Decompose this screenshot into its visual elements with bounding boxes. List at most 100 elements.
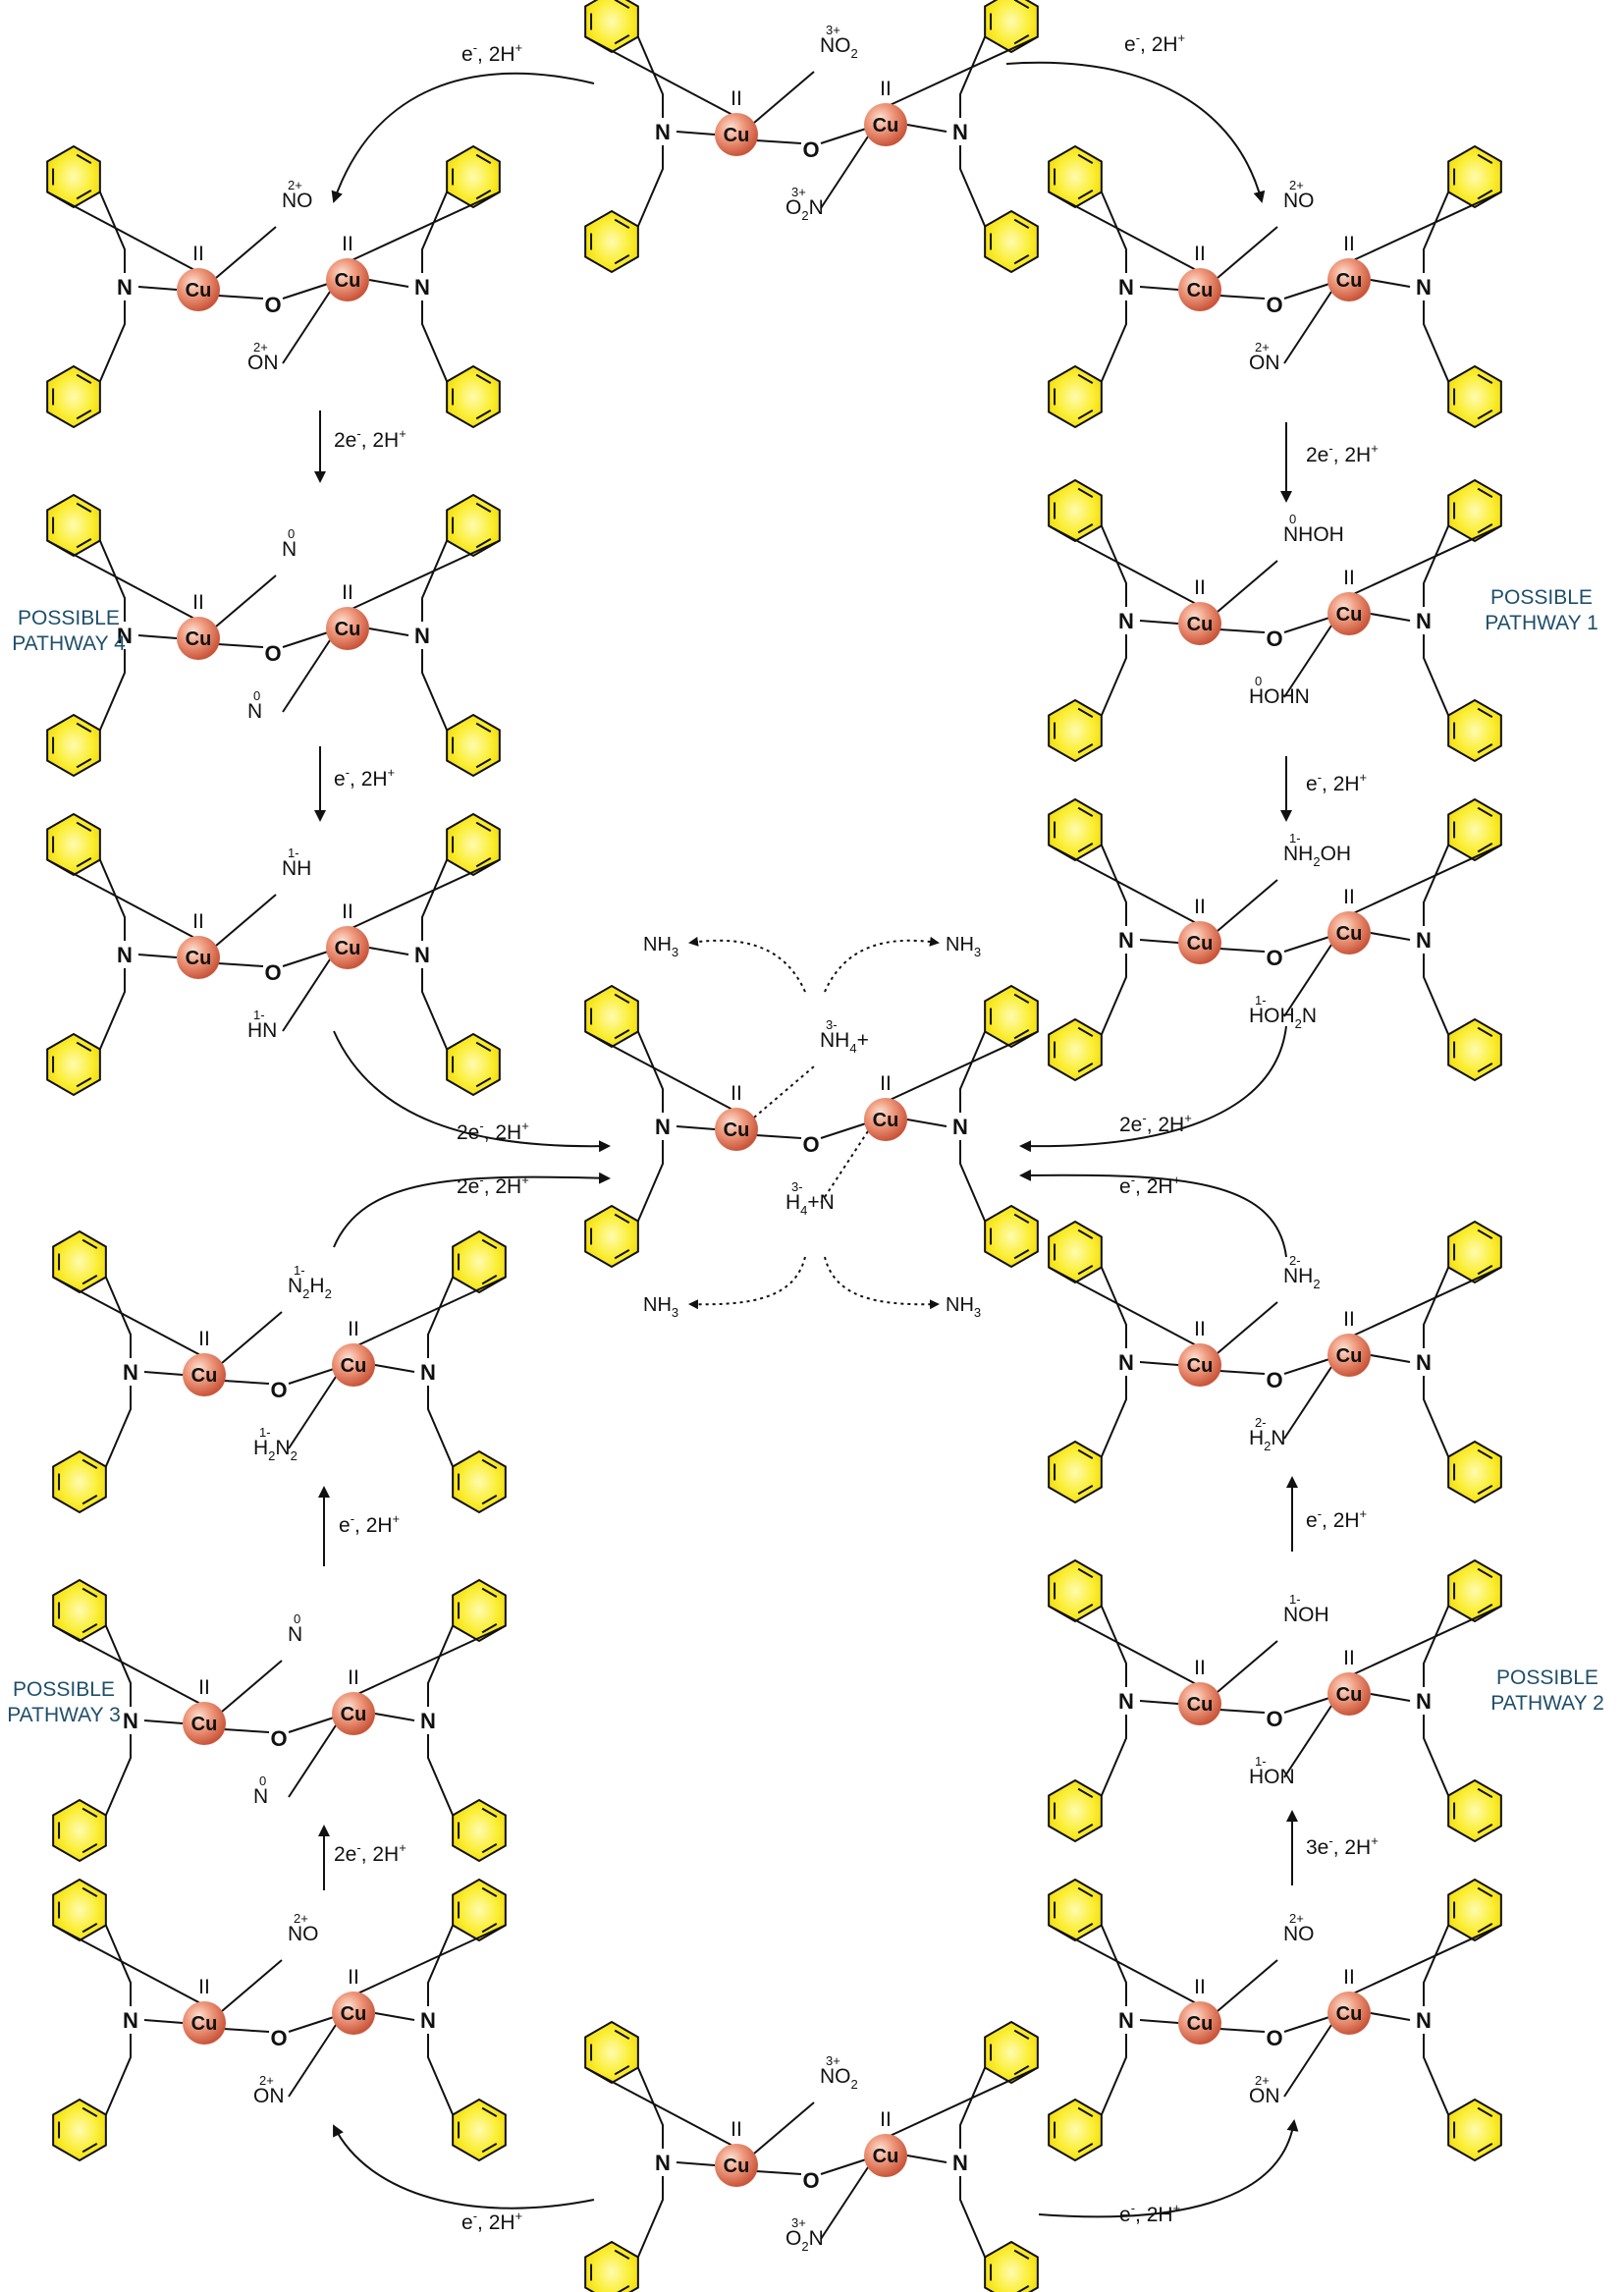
ligand-lower-label: 3+O2N — [785, 185, 824, 223]
oxidation-state-label: II — [1194, 243, 1206, 265]
arrow-nh3-bottom-left — [688, 1256, 806, 1310]
left-ligand-top-ring — [1048, 1558, 1103, 1623]
right-ligand — [421, 493, 501, 778]
ligand-lower-label: 3-H4+N — [785, 1179, 835, 1218]
right-ligand — [1423, 144, 1502, 429]
copper-atom — [177, 617, 220, 660]
copper-atom — [183, 1353, 226, 1396]
condition-top-right: e-, 2H+ — [1124, 30, 1185, 56]
oxo-bridge-label: O — [264, 293, 281, 317]
right-ligand-bottom-ring — [1447, 1440, 1502, 1504]
copper-atom — [332, 1992, 375, 2035]
ligand-lower-label: 1-H2N2 — [253, 1425, 298, 1463]
right-ligand-bottom-ring — [452, 1798, 507, 1863]
copper-atom — [183, 1702, 226, 1745]
right-ligand-top-ring — [1447, 478, 1502, 543]
oxidation-state-label: II — [192, 591, 204, 614]
right-ligand — [1423, 797, 1502, 1082]
right-ligand-bottom-ring — [1447, 1778, 1502, 1843]
copper-atom — [177, 936, 220, 979]
oxidation-state-label: II — [198, 1976, 210, 1998]
left-ligand-bottom-ring — [52, 2098, 107, 2162]
amine-n-label: N — [952, 120, 968, 144]
oxo-bridge-label: O — [264, 641, 281, 666]
copper-label: Cu — [1187, 280, 1214, 301]
oxidation-state-label: II — [1343, 1966, 1355, 1989]
amine-n-label: N — [1118, 1689, 1134, 1714]
ligand-lower-label: 1-HOH2N — [1249, 993, 1317, 1031]
copper-label: Cu — [191, 1365, 218, 1387]
left-ligand — [1048, 478, 1127, 763]
right-ligand-top-ring — [1447, 144, 1502, 209]
left-ligand-top-ring — [52, 1878, 107, 1942]
copper-label: Cu — [1187, 614, 1214, 635]
left-ligand — [1048, 1558, 1127, 1843]
copper-label: Cu — [335, 938, 361, 959]
copper-atom — [1327, 258, 1371, 301]
copper-atom — [1178, 921, 1221, 964]
oxo-bridge-label: O — [1266, 1707, 1282, 1731]
ligand-upper-label: 3+NO2 — [820, 2053, 858, 2092]
left-ligand-bottom-ring — [1048, 1017, 1103, 1082]
right-ligand — [1423, 1220, 1502, 1504]
copper-atom — [326, 607, 369, 650]
copper-label: Cu — [186, 280, 212, 301]
right-ligand — [427, 1578, 507, 1863]
copper-label: Cu — [335, 619, 361, 640]
arrow-top-right — [1005, 61, 1266, 203]
copper-atom — [1178, 602, 1221, 645]
right-ligand-top-ring — [446, 144, 501, 209]
right-ligand-top-ring — [1447, 797, 1502, 862]
right-ligand — [959, 2020, 1039, 2292]
amine-n-label: N — [1118, 2008, 1134, 2033]
copper-atom — [1327, 1992, 1371, 2035]
condition-bottom-right: e-, 2H+ — [1119, 2201, 1180, 2226]
condition-p1-step2: e-, 2H+ — [1306, 770, 1367, 795]
oxo-bridge-label: O — [1266, 2026, 1282, 2050]
oxo-bridge-label: O — [270, 1726, 287, 1751]
amine-n-label: N — [655, 1115, 671, 1139]
oxidation-state-label: II — [731, 1082, 742, 1105]
right-ligand — [959, 984, 1039, 1269]
amine-n-label: N — [414, 943, 430, 967]
copper-atom — [326, 258, 369, 301]
arrow-nh3-top-right — [824, 936, 940, 993]
ligand-upper-label: 3+NO2 — [820, 23, 858, 61]
oxo-bridge-label: O — [1266, 1368, 1282, 1392]
oxidation-state-label: II — [1343, 1308, 1355, 1331]
copper-label: Cu — [873, 1110, 899, 1131]
oxo-bridge-label: O — [1266, 293, 1282, 317]
condition-p2-step1: e-, 2H+ — [1306, 1506, 1367, 1532]
copper-label: Cu — [1187, 933, 1214, 955]
condition-p3-to-center: 2e-, 2H+ — [457, 1173, 529, 1198]
left-ligand-bottom-ring — [584, 1204, 639, 1269]
right-ligand-bottom-ring — [1447, 698, 1502, 763]
oxidation-state-label: II — [880, 1072, 892, 1095]
arrow-bottom-right — [1038, 2119, 1299, 2218]
right-ligand-top-ring — [984, 0, 1039, 54]
copper-atom — [715, 2144, 758, 2187]
right-ligand — [427, 1878, 507, 2162]
condition-p4-step1: 2e-, 2H+ — [334, 426, 406, 452]
left-ligand-top-ring — [1048, 144, 1103, 209]
copper-label: Cu — [1187, 2013, 1214, 2035]
amine-n-label: N — [420, 1360, 436, 1385]
copper-atom — [1327, 911, 1371, 955]
arrow-p3-to-center — [333, 1172, 611, 1248]
ligand-upper-label: 1-NOH — [1283, 1592, 1329, 1626]
left-ligand — [46, 493, 126, 778]
left-ligand-top-ring — [52, 1229, 107, 1294]
copper-atom — [1178, 2001, 1221, 2045]
amine-n-label: N — [420, 2008, 436, 2033]
amine-n-label: N — [414, 275, 430, 300]
